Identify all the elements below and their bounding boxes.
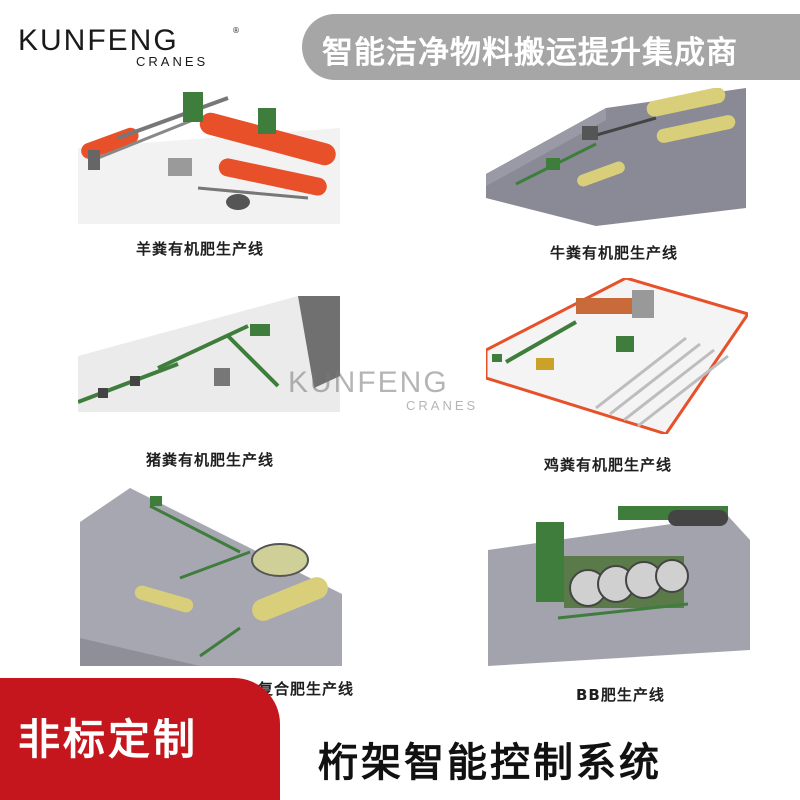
- footer-red-banner: [0, 678, 280, 800]
- footer-left-label: 非标定制: [18, 715, 199, 764]
- panel-compound-fertilizer-image: [80, 488, 342, 666]
- slogan-text: 智能洁净物料搬运提升集成商: [322, 35, 738, 71]
- slogan-banner: [302, 14, 800, 80]
- watermark-subtitle: CRANES: [406, 398, 479, 413]
- caption-cow-manure-line: 牛粪有机肥生产线: [550, 244, 679, 262]
- footer-right-label: 桁架智能控制系统: [318, 740, 662, 786]
- panel-cow-manure-image: [486, 88, 746, 226]
- panel-pig-manure-image: [78, 296, 340, 412]
- footer-white-banner: [290, 706, 800, 800]
- panel-chicken-manure-image: [486, 278, 748, 434]
- caption-bb-fertilizer-line: BB肥生产线: [576, 686, 665, 704]
- brand-subtitle: CRANES: [136, 54, 209, 69]
- brand-logo: KUNFENG ® CRANES: [18, 26, 248, 70]
- caption-chicken-manure-line: 鸡粪有机肥生产线: [544, 456, 673, 474]
- caption-sheep-manure-line: 羊粪有机肥生产线: [136, 240, 265, 258]
- brand-name: KUNFENG: [18, 24, 179, 57]
- caption-compound-fertilizer-line: 复合肥生产线: [258, 680, 355, 698]
- panel-bb-fertilizer-image: [488, 500, 750, 666]
- caption-pig-manure-line: 猪粪有机肥生产线: [146, 451, 275, 469]
- registered-mark: ®: [232, 26, 240, 35]
- panel-sheep-manure-image: [78, 88, 340, 224]
